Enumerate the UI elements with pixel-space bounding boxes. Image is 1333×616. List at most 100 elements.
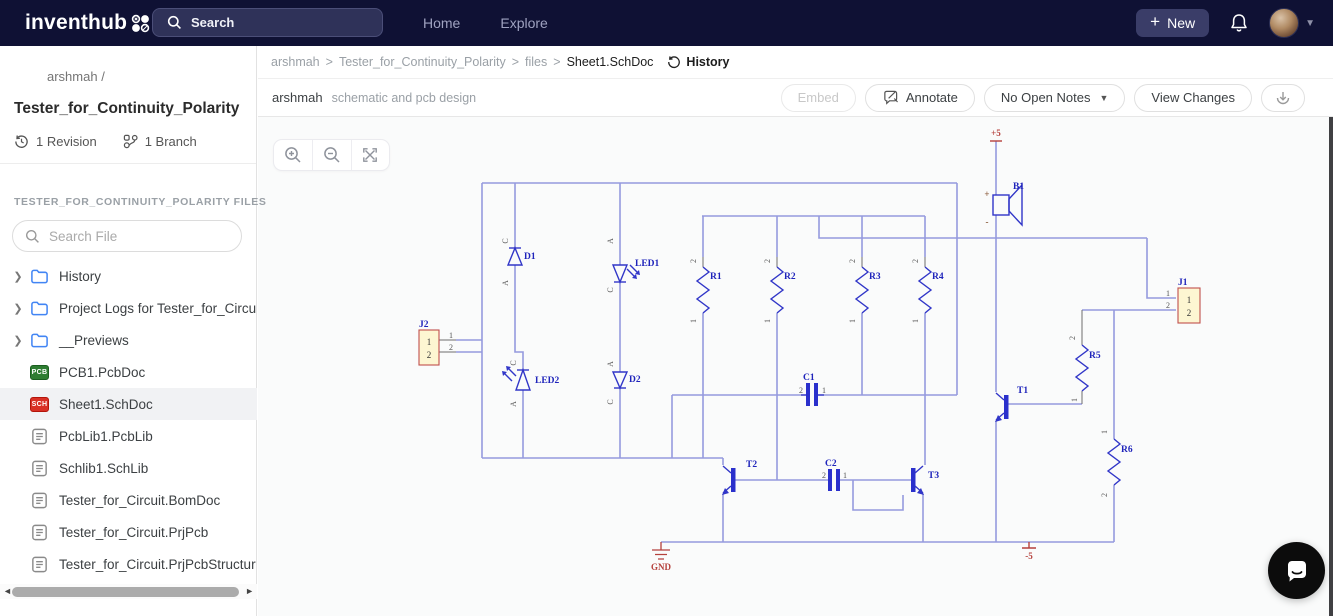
resistor-r5[interactable]: R5 2 1 [1068,336,1101,402]
horizontal-scrollbar[interactable]: ◄ ► [0,584,257,599]
schematic-viewer: C A D1 C A LED2 [258,117,1333,616]
pcbdoc-icon: PCB [30,364,49,380]
led-led2[interactable]: C A LED2 [502,360,560,407]
svg-text:1: 1 [1166,289,1170,298]
branches-label: 1 Branch [144,134,197,149]
branches-stat[interactable]: 1 Branch [123,134,197,149]
navbar-right: + New ▼ [1136,0,1315,46]
revisions-stat[interactable]: 1 Revision [14,134,97,149]
main-panel: arshmah > Tester_for_Continuity_Polarity… [258,46,1333,616]
gnd-symbol[interactable]: GND [651,542,672,572]
scrollbar-thumb[interactable] [12,586,239,597]
chevron-right-icon[interactable]: ❯ [13,302,23,315]
owner-prefix[interactable]: arshmah / [47,68,105,84]
transistor-t1[interactable]: T1 [995,386,1028,422]
svg-text:B1: B1 [1013,182,1024,192]
breadcrumb-separator: > [511,55,520,69]
breadcrumb-current-file[interactable]: Sheet1.SchDoc [566,55,654,69]
zoom-out-icon [324,147,340,163]
svg-text:J2: J2 [419,320,429,330]
speaker-b1[interactable]: B1 + - [984,182,1024,227]
breadcrumb-files[interactable]: files [525,55,548,69]
scroll-right-icon[interactable]: ► [245,586,254,596]
tree-item-file[interactable]: Tester_for_Circuit.BomDoc [0,484,257,516]
svg-text:1: 1 [911,319,920,323]
power-port-plus5[interactable]: +5 [990,128,1002,142]
connector-j1[interactable]: J1 1 2 1 2 [1166,278,1201,324]
svg-text:A: A [606,238,615,244]
annotate-button[interactable]: Annotate [864,83,975,112]
resistor-r1[interactable]: R1 2 1 [689,259,722,323]
led-led1[interactable]: A C LED1 [606,238,660,293]
search-input[interactable] [191,15,361,30]
breadcrumb-project[interactable]: Tester_for_Continuity_Polarity [338,55,506,69]
capacitor-c1[interactable]: C1 2 1 [799,373,826,406]
chevron-right-icon[interactable]: ❯ [13,270,23,283]
diode-d2[interactable]: A C D2 [606,361,641,405]
right-edge-scrollbar[interactable] [1329,117,1333,616]
diode-d1[interactable]: C A D1 [501,238,536,286]
expand-icon [363,148,378,162]
tree-item-file[interactable]: PcbLib1.PcbLib [0,420,257,452]
search-icon [167,15,181,29]
embed-button[interactable]: Embed [780,83,856,112]
breadcrumb-owner[interactable]: arshmah [271,55,320,69]
project-title[interactable]: Tester_for_Continuity_Polarity [14,100,240,117]
resistor-r3[interactable]: R3 2 1 [848,259,881,323]
user-menu[interactable]: ▼ [1269,8,1315,38]
resistor-r4[interactable]: R4 2 1 [911,259,944,323]
inventhub-logo[interactable]: inventhub [25,11,150,35]
tree-item-folder[interactable]: ❯ Project Logs for Tester_for_Circu [0,292,257,324]
scroll-left-icon[interactable]: ◄ [3,586,12,596]
file-tree: ❯ History ❯ Project Logs for Tester_for_… [0,212,257,584]
schematic-sheet[interactable]: C A D1 C A LED2 [258,117,1333,616]
chat-widget-button[interactable] [1268,542,1325,599]
download-button[interactable] [1261,83,1305,112]
tree-item-folder[interactable]: ❯ __Previews [0,324,257,356]
global-search [152,8,383,37]
svg-text:D2: D2 [629,375,641,385]
connector-j2[interactable]: J2 1 2 1 2 [418,320,453,366]
history-icon [15,135,28,148]
tree-item-file[interactable]: PCB PCB1.PcbDoc [0,356,257,388]
capacitor-c2[interactable]: C2 2 1 [822,459,847,491]
commit-author[interactable]: arshmah [272,90,323,105]
tree-item-file[interactable]: Tester_for_Circuit.PrjPcb [0,516,257,548]
wires [439,141,1176,543]
file-name: __Previews [59,332,129,348]
notifications-bell-icon[interactable] [1229,12,1249,34]
svg-text:-: - [986,217,989,227]
chevron-down-icon[interactable]: ▼ [1305,17,1315,29]
open-notes-dropdown[interactable]: No Open Notes ▼ [983,83,1126,112]
new-button[interactable]: + New [1136,9,1210,37]
chevron-right-icon[interactable]: ❯ [13,334,23,347]
nav-link-explore[interactable]: Explore [500,15,548,31]
nav-link-home[interactable]: Home [423,15,461,31]
document-icon [32,524,47,540]
resistor-r2[interactable]: R2 2 1 [763,259,796,323]
tree-item-file[interactable]: Schlib1.SchLib [0,452,257,484]
plus-icon: + [1150,12,1161,31]
tree-item-folder[interactable]: ❯ History [0,260,257,292]
history-button[interactable]: History [667,55,730,69]
file-name: PCB1.PcbDoc [59,364,146,380]
fit-view-button[interactable] [350,140,389,170]
transistor-t3[interactable]: T3 [911,465,939,495]
resistor-r6[interactable]: R6 1 2 [1100,430,1133,497]
avatar[interactable] [14,64,38,88]
svg-text:A: A [509,401,518,407]
folder-icon [31,269,48,283]
zoom-in-button[interactable] [274,140,312,170]
file-search [12,220,242,252]
file-name: PcbLib1.PcbLib [59,428,153,444]
tree-item-file[interactable]: Tester_for_Circuit.PrjPcbStructur [0,548,257,580]
avatar[interactable] [1269,8,1300,38]
view-changes-button[interactable]: View Changes [1134,83,1252,112]
tree-item-file-selected[interactable]: SCH Sheet1.SchDoc [0,388,257,420]
transistor-t2[interactable]: T2 [722,460,757,495]
zoom-out-button[interactable] [312,140,350,170]
power-port-minus5[interactable]: -5 [1022,542,1036,561]
file-name: Tester_for_Circuit.PrjPcbStructur [59,556,256,572]
svg-text:J1: J1 [1178,278,1188,288]
file-search-input[interactable] [49,228,219,244]
